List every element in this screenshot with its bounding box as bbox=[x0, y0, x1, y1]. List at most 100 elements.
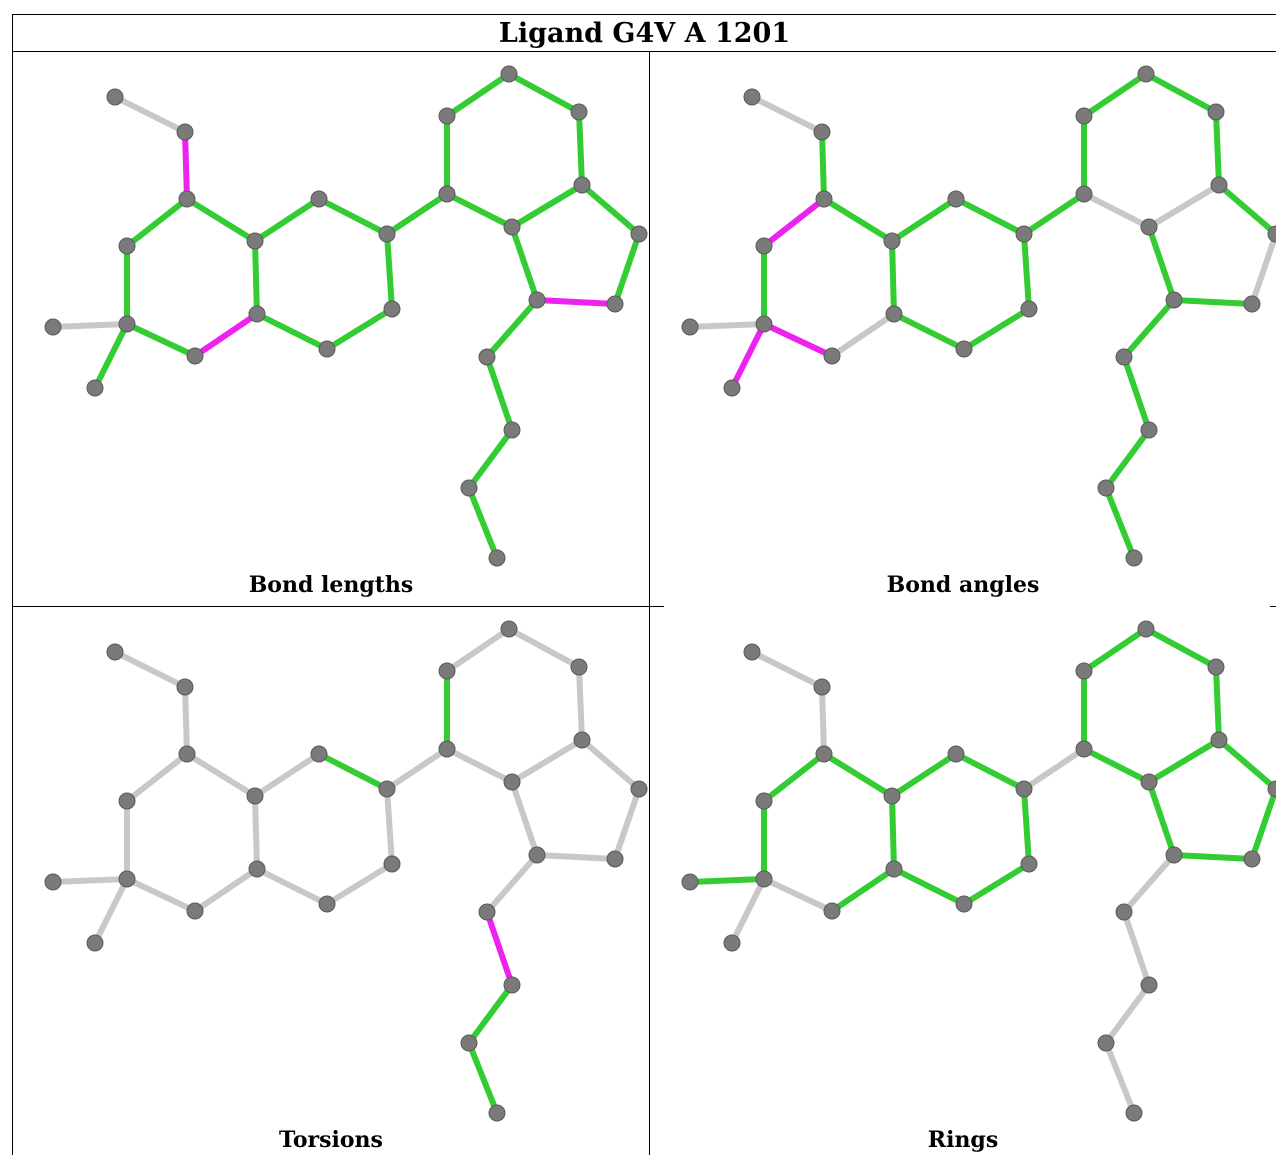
atom bbox=[1140, 218, 1158, 236]
bond bbox=[889, 751, 959, 799]
atom bbox=[460, 479, 478, 497]
bond bbox=[252, 238, 260, 317]
atom bbox=[503, 976, 521, 994]
bond bbox=[182, 129, 190, 202]
atom bbox=[1020, 300, 1038, 318]
figure-title: Ligand G4V A 1201 bbox=[12, 14, 1276, 52]
atom bbox=[1210, 176, 1228, 194]
bond bbox=[612, 231, 642, 307]
bond bbox=[829, 866, 897, 914]
bond bbox=[819, 684, 827, 757]
bond bbox=[579, 737, 642, 792]
bond bbox=[687, 876, 767, 885]
atom bbox=[1097, 1034, 1115, 1052]
bond bbox=[316, 196, 390, 237]
atom bbox=[488, 549, 506, 567]
bond bbox=[444, 626, 512, 674]
atom bbox=[478, 348, 496, 366]
bond bbox=[182, 684, 190, 757]
bond bbox=[324, 861, 395, 907]
atom bbox=[755, 315, 773, 333]
bond bbox=[1146, 224, 1177, 303]
bond bbox=[384, 786, 395, 867]
bond bbox=[761, 321, 835, 359]
atom bbox=[478, 903, 496, 921]
atom bbox=[885, 305, 903, 323]
atom bbox=[1125, 1104, 1143, 1122]
bond bbox=[252, 793, 260, 872]
atom bbox=[383, 300, 401, 318]
bond bbox=[1143, 71, 1219, 115]
atom bbox=[815, 745, 833, 763]
bond bbox=[1121, 354, 1152, 433]
atom bbox=[118, 870, 136, 888]
atom bbox=[1165, 846, 1183, 864]
atom bbox=[883, 787, 901, 805]
atom bbox=[630, 225, 648, 243]
atom bbox=[246, 232, 264, 250]
atom bbox=[1075, 107, 1093, 125]
bond bbox=[50, 876, 130, 885]
bond bbox=[466, 427, 515, 491]
atom bbox=[955, 895, 973, 913]
bond bbox=[1146, 779, 1177, 858]
atom bbox=[1140, 421, 1158, 439]
bond bbox=[184, 196, 258, 244]
bond bbox=[384, 191, 450, 237]
bond bbox=[729, 321, 767, 391]
bond bbox=[576, 109, 585, 188]
bond bbox=[749, 649, 825, 690]
bond bbox=[961, 861, 1032, 907]
atom bbox=[1165, 291, 1183, 309]
bond bbox=[1081, 626, 1149, 674]
bond bbox=[124, 751, 190, 804]
bond bbox=[509, 737, 585, 785]
bond bbox=[506, 71, 582, 115]
bond bbox=[1081, 71, 1149, 119]
bond bbox=[1103, 1040, 1137, 1116]
atom bbox=[378, 225, 396, 243]
bond bbox=[324, 306, 395, 352]
bond bbox=[819, 129, 827, 202]
bond bbox=[506, 626, 582, 670]
atom bbox=[1243, 295, 1261, 313]
atom bbox=[1075, 662, 1093, 680]
molecule-diagram-torsions bbox=[44, 620, 648, 1122]
bond bbox=[761, 196, 827, 249]
bond bbox=[953, 751, 1027, 792]
bond bbox=[112, 94, 188, 135]
atom bbox=[743, 88, 761, 106]
atom bbox=[44, 873, 62, 891]
atom bbox=[630, 780, 648, 798]
atom bbox=[503, 218, 521, 236]
atom bbox=[1075, 185, 1093, 203]
bond bbox=[1171, 297, 1255, 307]
bond bbox=[1021, 191, 1087, 237]
panel-caption-rings: Rings bbox=[927, 1127, 999, 1153]
atom bbox=[318, 895, 336, 913]
atom bbox=[310, 745, 328, 763]
atom bbox=[118, 315, 136, 333]
bond bbox=[1081, 746, 1152, 785]
atom bbox=[823, 902, 841, 920]
atom bbox=[1243, 850, 1261, 868]
atom bbox=[378, 780, 396, 798]
atom bbox=[106, 643, 124, 661]
atom bbox=[500, 620, 518, 638]
bond bbox=[92, 876, 130, 946]
atom bbox=[488, 1104, 506, 1122]
row-divider-right bbox=[634, 606, 664, 607]
bond bbox=[252, 196, 322, 244]
atom bbox=[44, 318, 62, 336]
atom bbox=[460, 1034, 478, 1052]
atom bbox=[86, 379, 104, 397]
bond bbox=[889, 793, 897, 872]
atom bbox=[755, 237, 773, 255]
bond bbox=[466, 982, 515, 1046]
atom bbox=[681, 873, 699, 891]
atom bbox=[1115, 903, 1133, 921]
bond bbox=[1121, 297, 1177, 360]
atom bbox=[1015, 225, 1033, 243]
bond bbox=[484, 852, 540, 915]
bond bbox=[112, 649, 188, 690]
